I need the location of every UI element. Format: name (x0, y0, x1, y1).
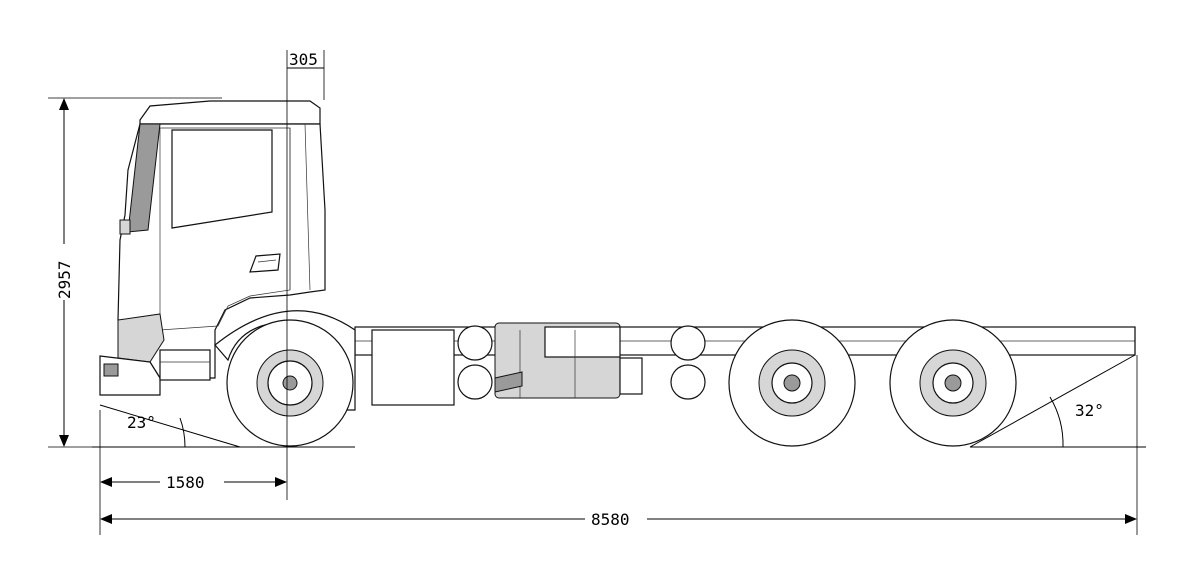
approach-ramp (99, 404, 241, 448)
cab (99, 100, 326, 396)
dimension-cab-height: 2957 (48, 97, 222, 448)
dimension-overall-length: 8580 (100, 355, 1138, 535)
departure-angle-label: 32° (1075, 401, 1104, 420)
rear-wheel-2 (889, 319, 1017, 447)
angle-departure: 32° (1049, 396, 1104, 448)
cab-height-label: 2957 (55, 260, 74, 299)
angle-approach: 23° (127, 413, 186, 448)
front-overhang-label: 305 (289, 50, 318, 69)
overall-length-label: 8580 (591, 510, 630, 529)
dimension-front-overhang: 305 (286, 50, 325, 500)
approach-angle-label: 23° (127, 413, 156, 432)
front-wheel (226, 319, 354, 447)
rear-wheel-1 (728, 319, 856, 447)
frame-components (371, 322, 706, 406)
front-axle-distance-label: 1580 (166, 473, 205, 492)
dimension-front-axle: 1580 (99, 410, 287, 535)
